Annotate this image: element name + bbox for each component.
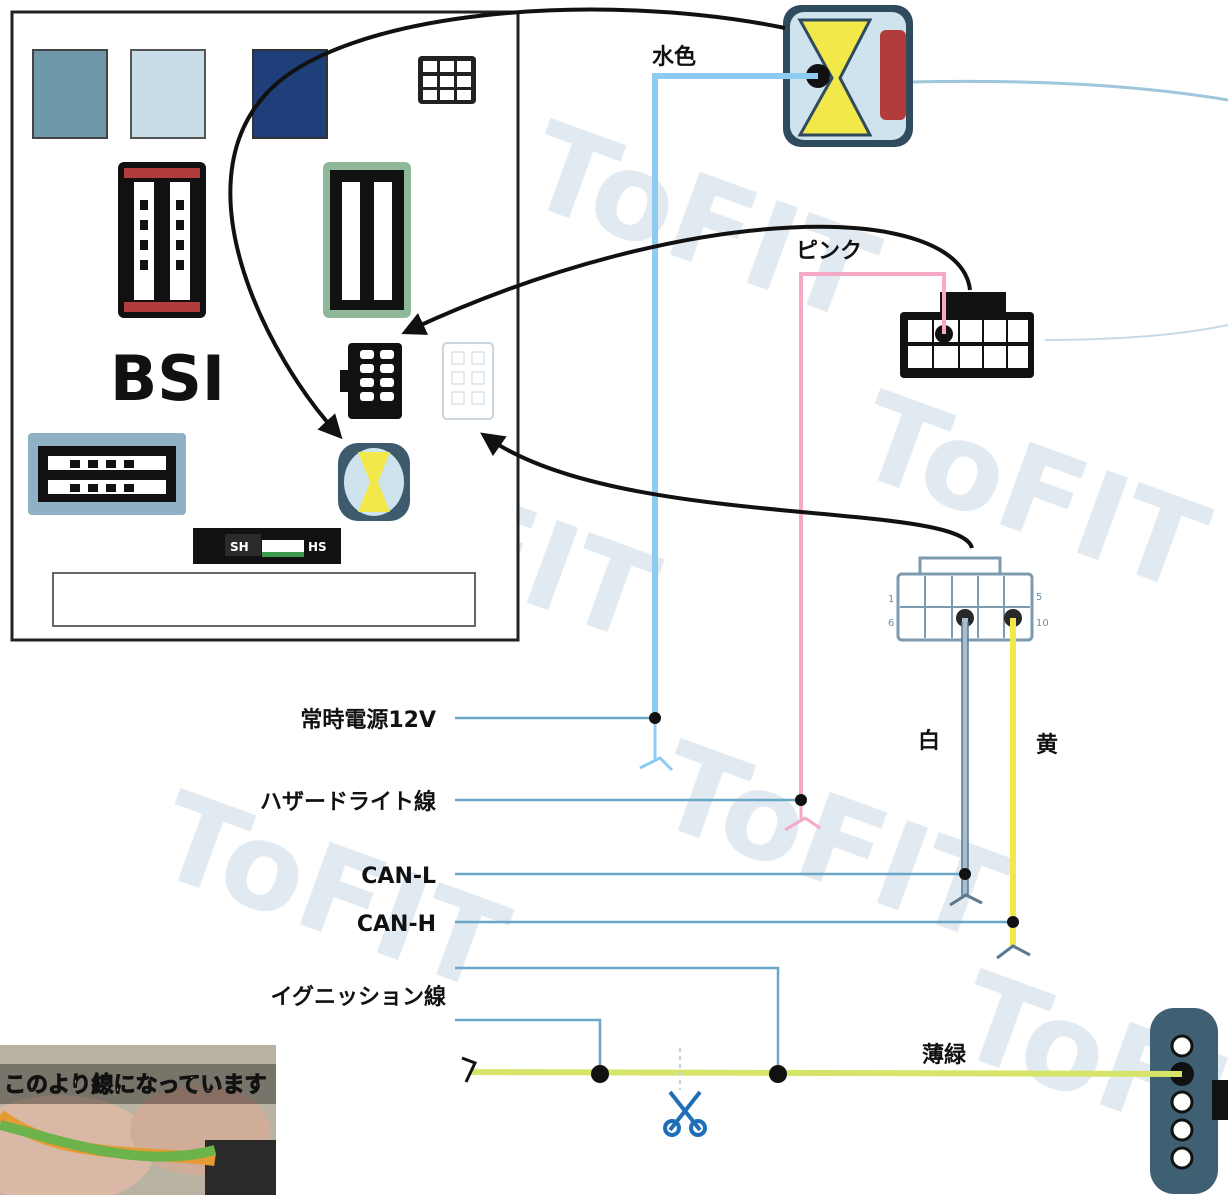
line-ignition-b [455,1018,602,1074]
photo-caption: このより線になっています [4,1072,266,1098]
junction-dot [591,1065,609,1083]
connector-top-yellow [783,5,913,147]
bsi-relay: SH HS [193,528,341,564]
relay-label-right: HS [308,540,327,554]
relay-label-left: SH [230,540,249,554]
label-light-green: 薄緑 [922,1042,967,1068]
pin-label-1: 1 [888,594,894,605]
junction-dot [959,868,971,880]
bsi-socket-faint [442,342,494,420]
bsi-socket-black [340,343,402,419]
right-harness-line-2 [1044,324,1228,341]
label-yellow: 黄 [1036,733,1058,758]
wire-light-green-end [461,1056,478,1083]
right-harness-line [909,79,1228,102]
wire-white-outline [961,622,969,896]
bsi-socket-yellow [338,443,410,521]
label-white: 白 [918,728,940,754]
connector-pink [900,292,1034,378]
junction-dot [1007,916,1019,928]
label-can-h: CAN-H [357,912,436,937]
bsi-connector-wide [28,433,186,515]
inset-photo: このより線になっています [0,1045,276,1195]
line-ignition-a [455,966,780,1074]
wire-pink [799,272,946,800]
bsi-connector-black [118,162,206,318]
fuse-block-1 [32,49,108,139]
bsi-label: BSI [110,342,225,415]
bsi-bottom-strip [52,572,476,627]
bsi-connector-green [323,162,411,318]
arrow-can-to-faint-socket [480,432,974,549]
pin-label-10: 10 [1036,618,1049,629]
arrow-top-to-yellow-socket [228,7,786,440]
label-pink: ピンク [796,239,862,264]
connector-can [896,556,1034,642]
wire-light-green [469,1069,1183,1077]
scissors-icon [663,1090,707,1137]
wire-yellow-end [996,944,1031,960]
arrow-pink-to-black-socket [401,224,972,335]
label-light-blue: 水色 [652,44,696,70]
connector-bottom-right [1150,1008,1228,1194]
small-grid-icon [418,56,476,104]
arrows [228,7,974,549]
fuse-block-2 [130,49,206,139]
pin-label-6: 6 [888,618,894,629]
signal-lines [455,716,1013,1074]
label-hazard: ハザードライト線 [260,789,436,815]
junction-dot [769,1065,787,1083]
bsi-panel: BSI [10,10,520,642]
junction-dot [795,794,807,806]
pin-label-5: 5 [1036,592,1042,603]
wire-light-blue-end [639,718,674,772]
wire-white-end [949,893,983,907]
wire-light-blue [652,73,818,718]
label-can-l: CAN-L [361,864,436,889]
label-ignition: イグニッション線 [270,984,446,1010]
junction-dot [649,712,661,724]
label-constant-12v: 常時電源12V [300,707,436,733]
